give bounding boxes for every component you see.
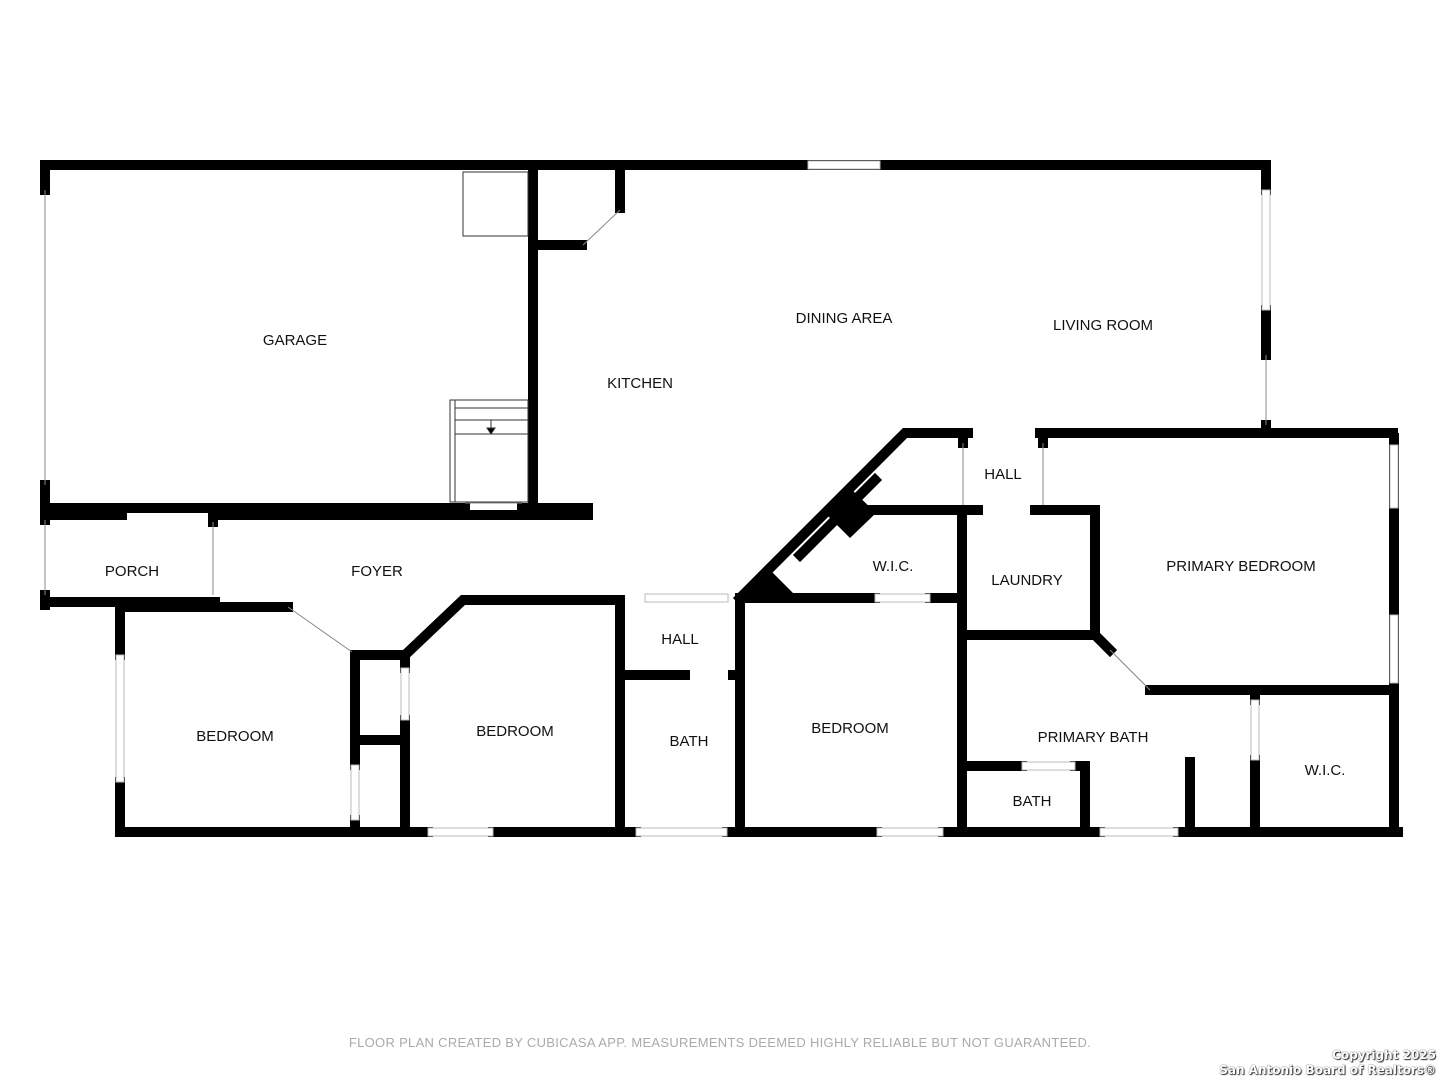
copyright-watermark: Copyright 2025 San Antonio Board of Real… [1219,1048,1436,1078]
room-label-garage: GARAGE [263,332,327,349]
copyright-line1: Copyright 2025 [1332,1048,1436,1062]
room-label-primary-bath: PRIMARY BATH [1038,729,1149,746]
room-label-primary-bedroom: PRIMARY BEDROOM [1166,558,1315,575]
room-label-bedroom-left: BEDROOM [196,728,274,745]
stair-landing [462,171,529,237]
room-label-wic-right: W.I.C. [1305,762,1346,779]
room-label-hall-lower: HALL [661,631,699,648]
room-label-kitchen: KITCHEN [607,375,673,392]
stairs [449,399,529,503]
room-label-bedroom-right: BEDROOM [811,720,889,737]
room-label-bedroom-mid: BEDROOM [476,723,554,740]
room-label-foyer: FOYER [351,563,403,580]
room-label-dining: DINING AREA [796,310,893,327]
disclaimer-footer: FLOOR PLAN CREATED BY CUBICASA APP. MEAS… [348,1035,1092,1050]
room-label-bath: BATH [670,733,709,750]
copyright-line2: San Antonio Board of Realtors® [1219,1063,1436,1077]
windows-doors [44,160,1399,837]
room-label-porch: PORCH [105,563,159,580]
room-label-wic-center: W.I.C. [873,558,914,575]
room-label-bath-small: BATH [1013,793,1052,810]
room-labels: GARAGE KITCHEN DINING AREA LIVING ROOM H… [105,310,1346,810]
walls [40,160,1403,837]
room-label-hall-upper: HALL [984,466,1022,483]
room-label-living: LIVING ROOM [1053,317,1153,334]
room-label-laundry: LAUNDRY [991,572,1062,589]
